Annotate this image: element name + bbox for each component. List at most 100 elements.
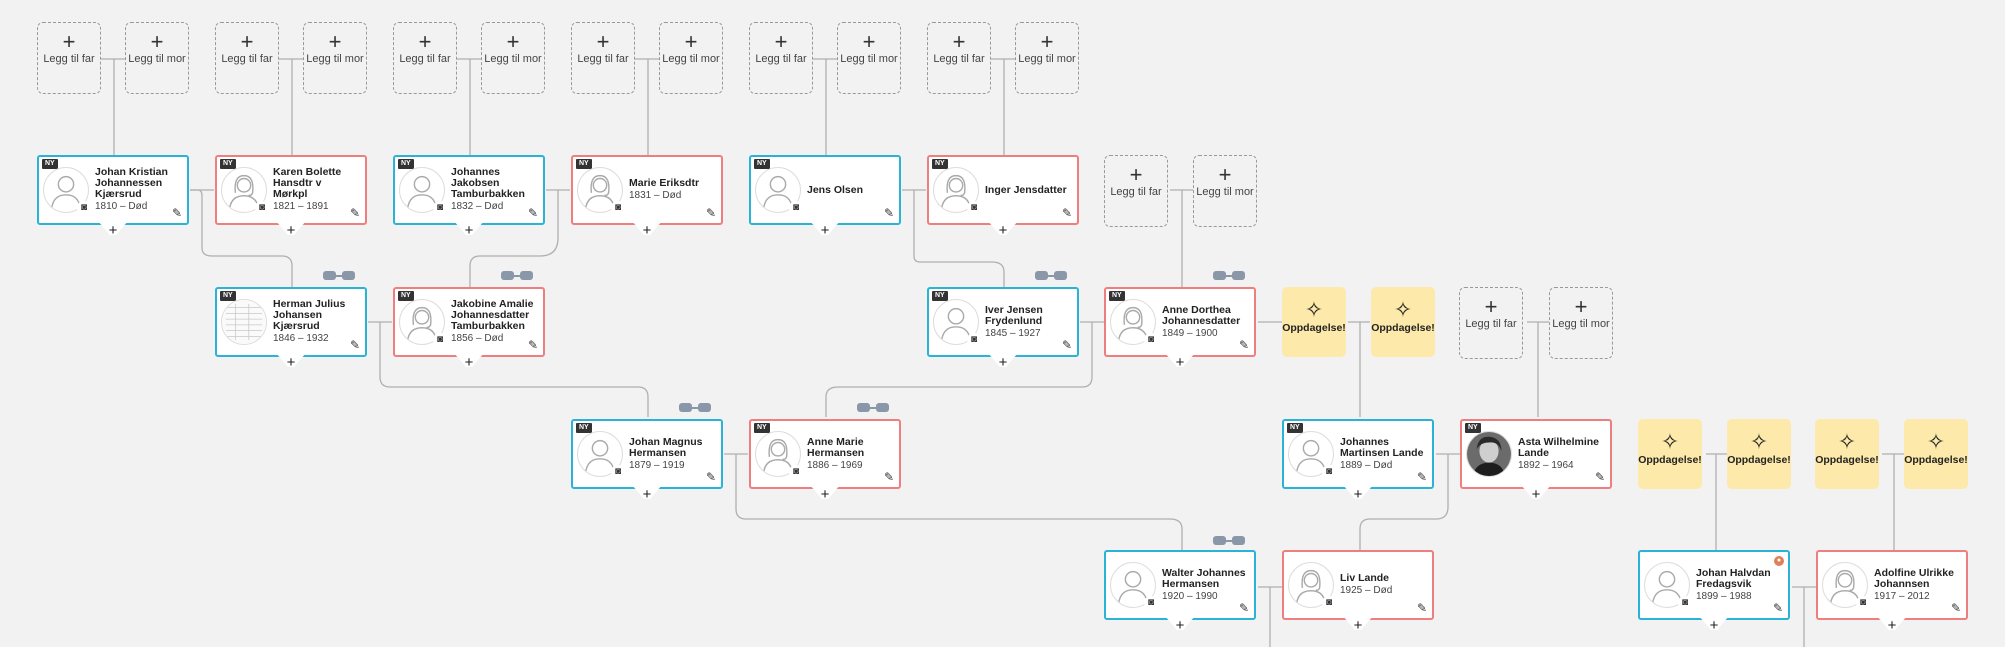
- camera-icon[interactable]: ◙: [1322, 596, 1336, 609]
- edit-pencil-icon[interactable]: ✎: [349, 206, 360, 220]
- camera-icon[interactable]: ◙: [967, 201, 981, 214]
- camera-icon[interactable]: ◙: [1144, 596, 1158, 609]
- camera-icon[interactable]: ◙: [1856, 596, 1870, 609]
- partner-link-icon[interactable]: [1213, 271, 1245, 283]
- partner-link-icon[interactable]: [857, 403, 889, 415]
- record-hint-icon[interactable]: ●: [1773, 555, 1785, 567]
- camera-icon[interactable]: ◙: [1322, 465, 1336, 478]
- edit-pencil-icon[interactable]: ✎: [705, 206, 716, 220]
- add-child-icon[interactable]: +: [820, 486, 830, 503]
- add-father-button[interactable]: +Legg til far: [927, 22, 991, 94]
- camera-icon[interactable]: ◙: [1144, 333, 1158, 346]
- edit-pencil-icon[interactable]: ✎: [1416, 601, 1427, 615]
- add-father-button[interactable]: +Legg til far: [37, 22, 101, 94]
- camera-icon[interactable]: ◙: [1678, 596, 1692, 609]
- add-child-icon[interactable]: +: [642, 222, 652, 239]
- edit-pencil-icon[interactable]: ✎: [1772, 601, 1783, 615]
- partner-link-icon[interactable]: [501, 271, 533, 283]
- add-child-icon[interactable]: +: [998, 354, 1008, 371]
- add-child-icon[interactable]: +: [998, 222, 1008, 239]
- edit-pencil-icon[interactable]: ✎: [1061, 338, 1072, 352]
- edit-pencil-icon[interactable]: ✎: [883, 470, 894, 484]
- add-child-icon[interactable]: +: [1887, 617, 1897, 634]
- add-father-button[interactable]: +Legg til far: [215, 22, 279, 94]
- edit-pencil-icon[interactable]: ✎: [883, 206, 894, 220]
- edit-pencil-icon[interactable]: ✎: [527, 338, 538, 352]
- add-father-button[interactable]: +Legg til far: [1104, 155, 1168, 227]
- camera-icon[interactable]: ◙: [77, 201, 91, 214]
- add-child-icon[interactable]: +: [286, 354, 296, 371]
- add-child-icon[interactable]: +: [464, 354, 474, 371]
- discovery-hint[interactable]: ✧Oppdagelse!: [1904, 419, 1968, 489]
- add-mother-button[interactable]: +Legg til mor: [303, 22, 367, 94]
- edit-pencil-icon[interactable]: ✎: [171, 206, 182, 220]
- add-child-icon[interactable]: +: [464, 222, 474, 239]
- add-child-icon[interactable]: +: [1709, 617, 1719, 634]
- discovery-hint[interactable]: ✧Oppdagelse!: [1282, 287, 1346, 357]
- discovery-hint[interactable]: ✧Oppdagelse!: [1371, 287, 1435, 357]
- add-child-icon[interactable]: +: [286, 222, 296, 239]
- partner-link-icon[interactable]: [1035, 271, 1067, 283]
- person-card[interactable]: NY ◙ Jens Olsen ✎ +: [749, 155, 901, 238]
- add-mother-button[interactable]: +Legg til mor: [1015, 22, 1079, 94]
- edit-pencil-icon[interactable]: ✎: [1061, 206, 1072, 220]
- edit-pencil-icon[interactable]: ✎: [1238, 601, 1249, 615]
- camera-icon[interactable]: ◙: [433, 201, 447, 214]
- person-card[interactable]: NY ◙ Inger Jensdatter ✎ +: [927, 155, 1079, 238]
- add-child-icon[interactable]: +: [1531, 486, 1541, 503]
- add-child-icon[interactable]: +: [1175, 354, 1185, 371]
- add-father-button[interactable]: +Legg til far: [749, 22, 813, 94]
- partner-link-icon[interactable]: [323, 271, 355, 283]
- camera-icon[interactable]: ◙: [433, 333, 447, 346]
- add-father-button[interactable]: +Legg til far: [393, 22, 457, 94]
- camera-icon[interactable]: ◙: [611, 465, 625, 478]
- edit-pencil-icon[interactable]: ✎: [1416, 470, 1427, 484]
- camera-icon[interactable]: ◙: [611, 201, 625, 214]
- add-child-icon[interactable]: +: [1353, 617, 1363, 634]
- add-mother-button[interactable]: +Legg til mor: [1549, 287, 1613, 359]
- add-father-button[interactable]: +Legg til far: [1459, 287, 1523, 359]
- add-mother-button[interactable]: +Legg til mor: [125, 22, 189, 94]
- add-father-button[interactable]: +Legg til far: [571, 22, 635, 94]
- add-child-icon[interactable]: +: [820, 222, 830, 239]
- camera-icon[interactable]: ◙: [255, 201, 269, 214]
- add-child-icon[interactable]: +: [642, 486, 652, 503]
- discovery-hint[interactable]: ✧Oppdagelse!: [1815, 419, 1879, 489]
- add-mother-button[interactable]: +Legg til mor: [1193, 155, 1257, 227]
- person-card[interactable]: NY ◙ Johan Kristian Johannessen Kjærsrud…: [37, 155, 189, 238]
- add-child-icon[interactable]: +: [1353, 486, 1363, 503]
- edit-pencil-icon[interactable]: ✎: [527, 206, 538, 220]
- add-child-icon[interactable]: +: [108, 222, 118, 239]
- add-child-icon[interactable]: +: [1175, 617, 1185, 634]
- edit-pencil-icon[interactable]: ✎: [1950, 601, 1961, 615]
- add-mother-button[interactable]: +Legg til mor: [837, 22, 901, 94]
- person-card[interactable]: NY ◙ Jakobine Amalie Johannesdatter Tamb…: [393, 287, 545, 370]
- edit-pencil-icon[interactable]: ✎: [349, 338, 360, 352]
- discovery-hint[interactable]: ✧Oppdagelse!: [1638, 419, 1702, 489]
- edit-pencil-icon[interactable]: ✎: [705, 470, 716, 484]
- add-mother-button[interactable]: +Legg til mor: [659, 22, 723, 94]
- partner-link-icon[interactable]: [679, 403, 711, 415]
- edit-pencil-icon[interactable]: ✎: [1594, 470, 1605, 484]
- camera-icon[interactable]: ◙: [789, 201, 803, 214]
- partner-link-icon[interactable]: [1213, 536, 1245, 548]
- camera-icon[interactable]: ◙: [789, 465, 803, 478]
- add-mother-button[interactable]: +Legg til mor: [481, 22, 545, 94]
- camera-icon[interactable]: ◙: [967, 333, 981, 346]
- edit-pencil-icon[interactable]: ✎: [1238, 338, 1249, 352]
